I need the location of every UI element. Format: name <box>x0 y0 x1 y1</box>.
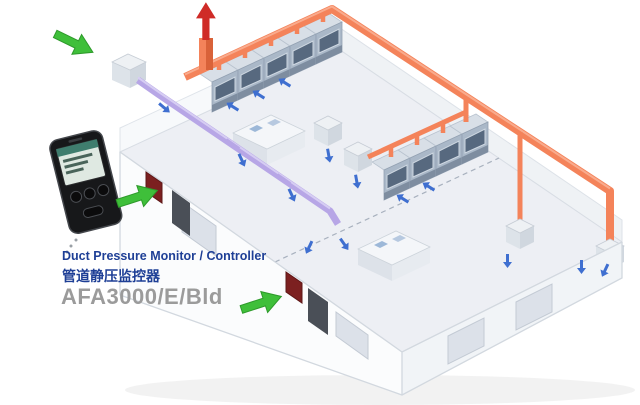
product-model: AFA3000/E/Bld <box>61 284 223 309</box>
duct-pressure-controller-panel-1 <box>145 171 163 204</box>
wall-openings <box>145 171 553 365</box>
product-title-en: Duct Pressure Monitor / Controller <box>62 249 267 263</box>
exhaust-stack-shade <box>206 38 213 70</box>
window <box>335 311 369 360</box>
window <box>447 317 485 365</box>
device-screen-text-line <box>62 152 93 163</box>
air-inlet-unit <box>111 53 147 88</box>
callout-dot <box>74 238 78 242</box>
supply-inlet-arrow-icon <box>49 23 99 63</box>
exhaust-duct-highlight <box>184 5 611 190</box>
device-button <box>83 187 96 200</box>
exhaust-duct-system <box>183 2 614 245</box>
door <box>172 190 190 236</box>
callout-dot <box>69 244 73 248</box>
supply-duct-branch <box>275 173 292 186</box>
callout-dot <box>65 250 69 254</box>
device-screen-header <box>55 139 99 158</box>
exhaust-branch-header <box>366 109 468 160</box>
exhaust-main-duct <box>183 5 614 245</box>
device-screen-text-line <box>64 159 89 169</box>
supply-duct-branch <box>224 138 241 151</box>
exhaust-fan-arrow-icon <box>196 2 216 41</box>
wall-edges <box>119 151 623 396</box>
building-shadow <box>125 375 635 405</box>
duct-pressure-controller-panel-2 <box>285 271 303 304</box>
device-speaker <box>68 137 83 143</box>
handheld-monitor-device <box>49 130 123 234</box>
product-title-zh: 管道静压监控器 <box>62 268 160 284</box>
supply-air-system <box>111 53 341 226</box>
supply-duct-highlight <box>137 76 331 210</box>
door <box>308 288 328 335</box>
supply-duct <box>135 77 341 226</box>
device-button <box>97 184 110 197</box>
device-button-pill <box>82 205 104 218</box>
device-screen-text-line <box>65 167 84 175</box>
window <box>515 283 553 331</box>
device-button <box>70 190 83 203</box>
